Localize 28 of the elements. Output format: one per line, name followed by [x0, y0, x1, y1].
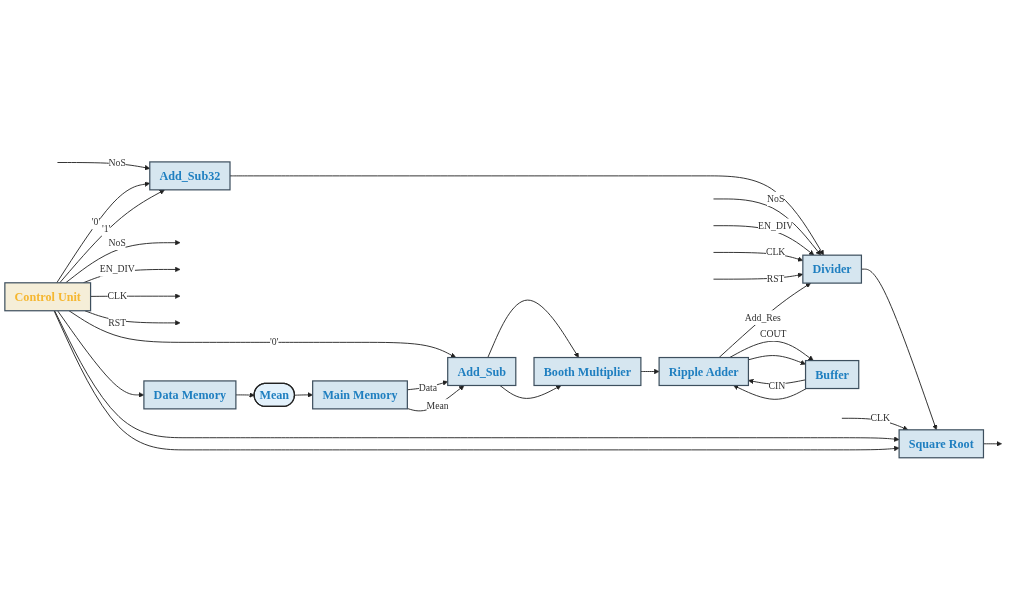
edge-label: COUT: [760, 328, 787, 339]
edge-label: RST: [108, 317, 127, 328]
node-box: Add_Sub: [447, 356, 517, 387]
node-box: Buffer: [804, 359, 860, 390]
edge-label: CLK: [107, 290, 127, 302]
edge-label: Data: [418, 382, 438, 393]
node-box: Booth Multiplier: [533, 356, 642, 387]
edge-label: '0': [270, 336, 279, 348]
edge-label: Mean: [426, 400, 449, 412]
edge-label: CIN: [768, 380, 786, 391]
edge-label: EN_DIV: [758, 220, 794, 231]
edge-label: NoS: [108, 157, 126, 168]
edge-label: CLK: [765, 246, 786, 258]
edge-label: EN_DIV: [99, 263, 135, 275]
edge-label: CLK: [870, 412, 890, 424]
edge-label: RST: [766, 273, 785, 285]
node-box: Data Memory: [143, 380, 237, 410]
edge-label: '1': [101, 223, 111, 234]
edge-label: '0': [91, 216, 101, 227]
node-box: Divider: [802, 254, 863, 284]
node-box: Square Root: [898, 429, 985, 459]
edge-label: NoS: [767, 193, 785, 204]
edge-label: Add_Res: [744, 312, 781, 323]
node-box: Control Unit: [4, 282, 92, 312]
edge-label: NoS: [108, 237, 126, 248]
node-box: Add_Sub32: [149, 161, 231, 191]
node-box: Ripple Adder: [658, 356, 750, 387]
node-box: Main Memory: [312, 380, 408, 410]
